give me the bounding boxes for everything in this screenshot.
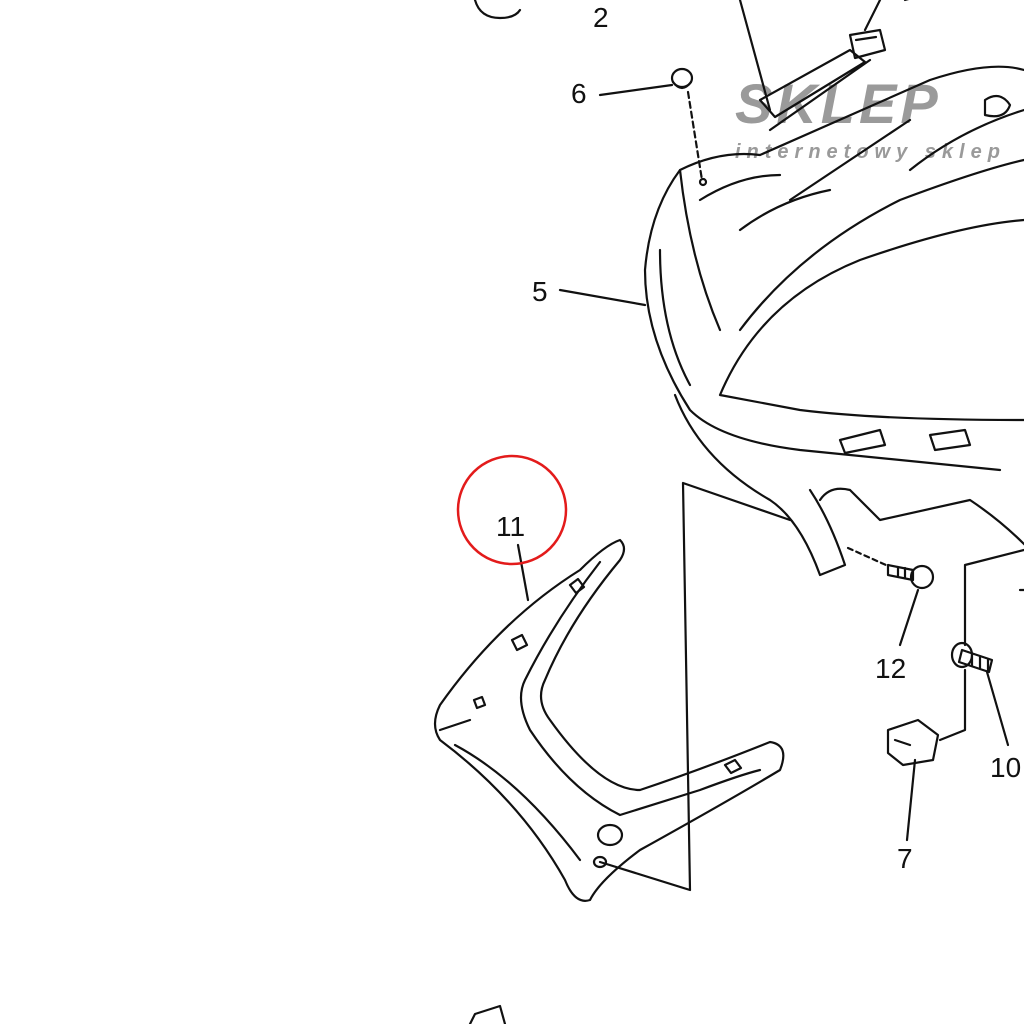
highlight-circle-11 <box>456 454 568 566</box>
part-5-front-cowl <box>643 65 1024 472</box>
callout-6: 6 <box>571 78 587 109</box>
part-7-clip-nut <box>886 718 940 767</box>
callout-10: 10 <box>990 752 1022 783</box>
leader-top <box>738 0 910 112</box>
callout-5: 5 <box>532 276 548 307</box>
callout-7: 7 <box>897 843 913 874</box>
part-clip-top <box>848 28 887 60</box>
callout-12: 12 <box>875 653 907 684</box>
part-11-side-cowl <box>433 538 785 902</box>
part-2-clip <box>473 0 522 20</box>
watermark-tagline: internetowy sklep <box>735 141 1006 163</box>
callout-11: 11 <box>496 511 526 542</box>
callout-2: 2 <box>593 2 609 33</box>
part-12-screw <box>886 563 915 582</box>
mount-bracket <box>598 481 792 892</box>
part-10-screw <box>957 648 994 674</box>
